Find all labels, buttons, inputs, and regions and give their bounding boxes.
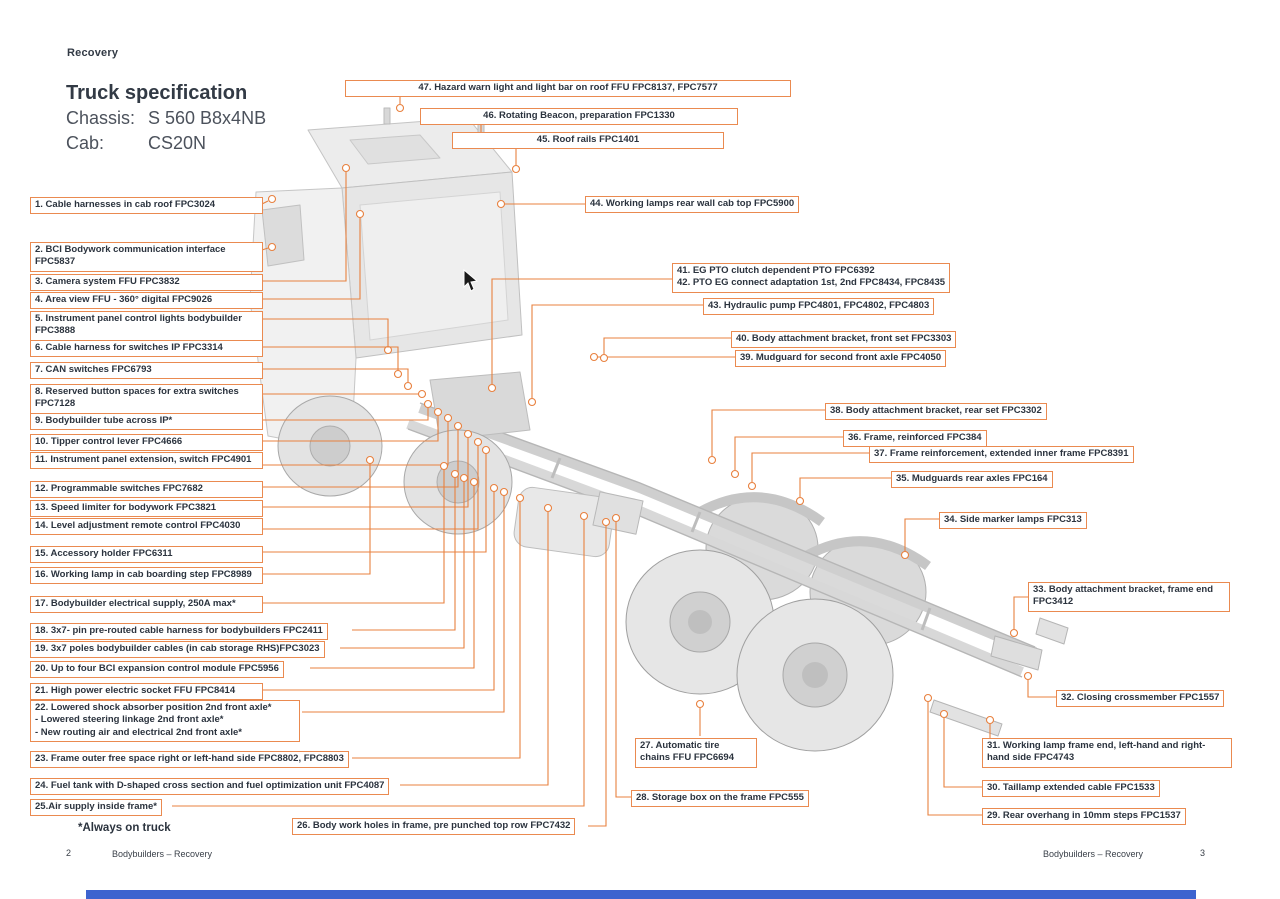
- callout-47: 47. Hazard warn light and light bar on r…: [345, 80, 791, 98]
- callout-29: 29. Rear overhang in 10mm steps FPC1537: [982, 808, 1186, 826]
- callout-33: 33. Body attachment bracket, frame end F…: [1028, 582, 1230, 612]
- callout-30: 30. Taillamp extended cable FPC1533: [982, 780, 1160, 798]
- footer-text-left: Bodybuilders – Recovery: [112, 849, 213, 859]
- callout-14: 14. Level adjustment remote control FPC4…: [30, 518, 263, 536]
- callout-15: 15. Accessory holder FPC6311: [30, 546, 263, 564]
- callout-5: 5. Instrument panel control lights bodyb…: [30, 311, 263, 341]
- callout-8: 8. Reserved button spaces for extra swit…: [30, 384, 263, 414]
- callout-21: 21. High power electric socket FFU FPC84…: [30, 683, 263, 701]
- callout-4: 4. Area view FFU - 360° digital FPC9026: [30, 292, 263, 310]
- callout-31: 31. Working lamp frame end, left-hand an…: [982, 738, 1232, 768]
- truck-illustration: [249, 107, 1069, 752]
- footer-page-number-left: 2: [66, 848, 72, 858]
- callout-43: 43. Hydraulic pump FPC4801, FPC4802, FPC…: [703, 298, 935, 316]
- always-on-truck-note: *Always on truck: [78, 822, 171, 834]
- callout-37: 37. Frame reinforcement, extended inner …: [869, 446, 1134, 464]
- callout-24: 24. Fuel tank with D-shaped cross sectio…: [30, 778, 390, 796]
- callout-10: 10. Tipper control lever FPC4666: [30, 434, 263, 452]
- callout-41: 41. EG PTO clutch dependent PTO FPC6392: [677, 265, 875, 276]
- callout-26: 26. Body work holes in frame, pre punche…: [292, 818, 576, 836]
- chassis-label: Chassis:: [66, 108, 136, 128]
- callout-12: 12. Programmable switches FPC7682: [30, 481, 263, 499]
- footer-text-right: Bodybuilders – Recovery: [1043, 849, 1144, 859]
- callout-28: 28. Storage box on the frame FPC555: [631, 790, 809, 808]
- callout-34: 34. Side marker lamps FPC313: [939, 512, 1087, 530]
- callout-17: 17. Bodybuilder electrical supply, 250A …: [30, 596, 263, 614]
- footer-page-number-right: 3: [1200, 848, 1206, 858]
- callout-46: 46. Rotating Beacon, preparation FPC1330: [420, 108, 738, 126]
- callout-20: 20. Up to four BCI expansion control mod…: [30, 661, 284, 679]
- page-eyebrow: Recovery: [67, 47, 119, 59]
- callout-45: 45. Roof rails FPC1401: [452, 132, 724, 150]
- callout-40: 40. Body attachment bracket, front set F…: [731, 331, 957, 349]
- cab-line: Cab: CS20N: [66, 133, 206, 154]
- callout-19: 19. 3x7 poles bodybuilder cables (in cab…: [30, 641, 325, 659]
- chassis-line: Chassis: S 560 B8x4NB: [66, 108, 266, 129]
- callout-38: 38. Body attachment bracket, rear set FP…: [825, 403, 1047, 421]
- callout-7: 7. CAN switches FPC6793: [30, 362, 263, 380]
- callout-1: 1. Cable harnesses in cab roof FPC3024: [30, 197, 263, 215]
- callout-39: 39. Mudguard for second front axle FPC40…: [735, 350, 947, 368]
- callout-3: 3. Camera system FFU FPC3832: [30, 274, 263, 292]
- callout-22: 22. Lowered shock absorber position 2nd …: [30, 700, 300, 743]
- cab-value: CS20N: [148, 133, 207, 153]
- callout-25: 25.Air supply inside frame*: [30, 799, 162, 817]
- callout-11: 11. Instrument panel extension, switch F…: [30, 452, 263, 470]
- callout-44: 44. Working lamps rear wall cab top FPC5…: [585, 196, 800, 214]
- callout-27: 27. Automatic tire chains FFU FPC6694: [635, 738, 757, 768]
- callout-42: 42. PTO EG connect adaptation 1st, 2nd F…: [677, 277, 946, 289]
- callout-6: 6. Cable harness for switches IP FPC3314: [30, 340, 263, 358]
- callout-32: 32. Closing crossmember FPC1557: [1056, 690, 1225, 708]
- callout-41-42: 41. EG PTO clutch dependent PTO FPC6392 …: [672, 263, 951, 293]
- callout-9: 9. Bodybuilder tube across IP*: [30, 413, 263, 431]
- chassis-value: S 560 B8x4NB: [148, 108, 267, 128]
- page-title: Truck specification: [66, 82, 248, 104]
- footer-accent-bar: [86, 890, 1196, 899]
- callout-16: 16. Working lamp in cab boarding step FP…: [30, 567, 263, 585]
- callout-2: 2. BCI Bodywork communication interface …: [30, 242, 263, 272]
- cab-label: Cab:: [66, 133, 105, 153]
- callout-18: 18. 3x7- pin pre-routed cable harness fo…: [30, 623, 328, 641]
- callout-36: 36. Frame, reinforced FPC384: [843, 430, 987, 448]
- callout-35: 35. Mudguards rear axles FPC164: [891, 471, 1053, 489]
- callout-23: 23. Frame outer free space right or left…: [30, 751, 349, 769]
- mouse-cursor: [463, 268, 479, 292]
- callout-13: 13. Speed limiter for bodywork FPC3821: [30, 500, 263, 518]
